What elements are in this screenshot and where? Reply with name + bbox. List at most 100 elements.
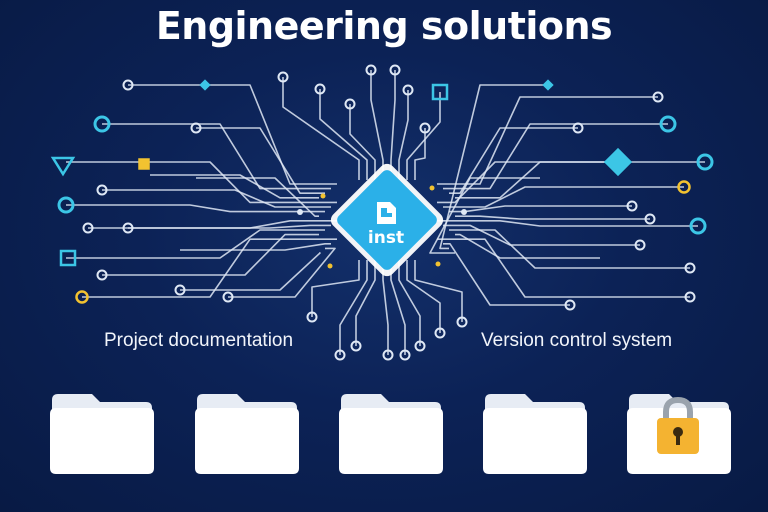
padlock-icon	[657, 396, 699, 454]
node-circle	[57, 196, 75, 214]
central-chip	[330, 163, 444, 277]
circuit-trace	[102, 233, 319, 276]
node-circle	[306, 311, 318, 323]
circuit-trace	[437, 96, 658, 185]
node-diamond	[603, 147, 633, 177]
node-circle	[122, 222, 134, 234]
circuit-trace	[349, 104, 376, 180]
circuit-trace	[390, 260, 406, 355]
node-dot	[429, 185, 435, 191]
circuit-trace	[128, 84, 337, 185]
circuit-trace	[443, 123, 668, 190]
circuit-trace	[443, 186, 684, 208]
node-circle	[456, 316, 468, 328]
node-square	[59, 249, 77, 267]
node-circle	[634, 239, 646, 251]
node-dot	[461, 209, 467, 215]
node-circle	[350, 340, 362, 352]
circuit-trace	[439, 84, 548, 250]
circuit-trace	[82, 238, 337, 298]
node-circle	[677, 180, 691, 194]
circuit-trace	[66, 161, 337, 204]
node-circle	[93, 115, 111, 133]
circuit-trace	[180, 252, 321, 291]
node-circle	[365, 64, 377, 76]
document-icon	[377, 202, 396, 224]
circuit-trace	[398, 90, 409, 180]
node-dot	[320, 193, 326, 199]
node-circle	[222, 291, 234, 303]
node-circle	[344, 98, 356, 110]
circuit-trace	[437, 220, 698, 227]
node-circle	[190, 122, 202, 134]
node-circle	[684, 262, 696, 274]
circuit-trace	[406, 260, 441, 333]
node-circle	[652, 91, 664, 103]
node-circle	[696, 153, 714, 171]
node-square	[138, 158, 150, 170]
node-circle	[402, 84, 414, 96]
node-circle	[382, 349, 394, 361]
circuit-trace	[390, 70, 396, 180]
page-title: Engineering solutions	[155, 4, 613, 48]
circuit-trace	[414, 128, 426, 180]
circuit-trace	[455, 161, 705, 199]
circuit-trace	[102, 123, 331, 190]
node-circle	[644, 213, 656, 225]
node-dot	[435, 261, 441, 267]
circuit-trace	[228, 247, 336, 298]
folder-icon[interactable]	[193, 388, 301, 476]
folder-icon[interactable]	[48, 388, 156, 476]
node-circle	[572, 122, 584, 134]
circuit-trace	[449, 205, 632, 213]
node-circle	[122, 79, 134, 91]
circuit-trace	[282, 77, 360, 180]
circuit-trace	[449, 229, 690, 269]
locked-folder-icon[interactable]	[625, 388, 733, 476]
circuit-trace	[406, 92, 441, 180]
node-circle	[414, 340, 426, 352]
folder-row	[0, 388, 768, 488]
node-diamond	[199, 79, 211, 91]
node-circle	[399, 349, 411, 361]
circuit-trace	[311, 260, 360, 317]
circuit-trace	[196, 127, 325, 194]
circuit-trace	[414, 260, 463, 322]
circuit-trace	[319, 89, 368, 180]
node-diamond	[542, 79, 554, 91]
circuit-trace	[339, 260, 368, 355]
circuit-trace	[355, 260, 376, 346]
node-circle	[689, 217, 707, 235]
circuit-trace	[66, 229, 325, 259]
node-circle	[82, 222, 94, 234]
circuit-trace	[370, 70, 384, 180]
circuit-trace	[66, 204, 325, 213]
node-circle	[174, 284, 186, 296]
folder-icon[interactable]	[481, 388, 589, 476]
node-circle	[659, 115, 677, 133]
node-circle	[277, 71, 289, 83]
circuit-trace	[398, 260, 421, 346]
circuit-trace	[196, 177, 319, 217]
circuit-trace	[437, 161, 618, 204]
circuit-trace	[449, 127, 578, 194]
circuit-trace	[128, 224, 331, 229]
circuit-trace	[455, 233, 600, 259]
folder-icon[interactable]	[337, 388, 445, 476]
node-circle	[314, 83, 326, 95]
node-circle	[96, 269, 108, 281]
node-circle	[626, 200, 638, 212]
project-documentation-label: Project documentation	[104, 330, 294, 351]
circuit-trace	[150, 174, 319, 199]
chip-label: inst	[367, 228, 405, 248]
circuit-trace	[455, 215, 650, 220]
node-triangle	[50, 156, 76, 177]
node-circle	[419, 122, 431, 134]
node-circle	[564, 299, 576, 311]
circuit-trace	[437, 238, 690, 298]
circuit-trace	[443, 243, 570, 306]
node-circle	[75, 290, 89, 304]
circuit-trace	[429, 177, 540, 254]
